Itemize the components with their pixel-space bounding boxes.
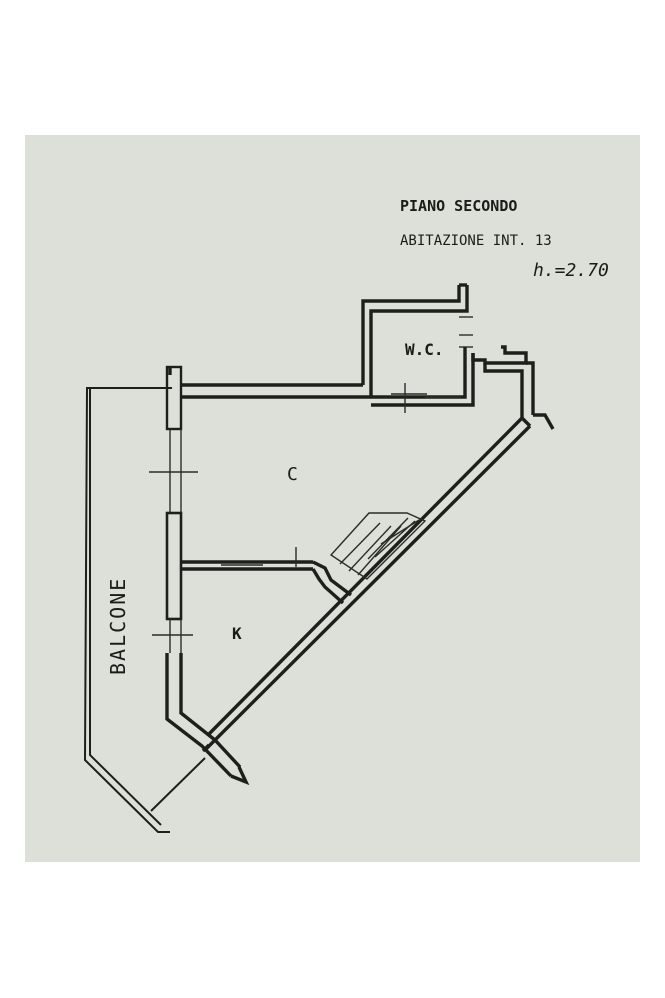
kitchen-partition [181,547,353,605]
left-wall [149,365,250,786]
floor-plan-drawing: PIANO SECONDO ABITAZIONE INT. 13 h.=2.70 [83,197,609,833]
room-label-wc: W.C. [405,340,444,359]
room-label-kitchen: K [232,624,242,643]
diagonal-wall [203,416,532,752]
floor-plan-sheet: PIANO SECONDO ABITAZIONE INT. 13 h.=2.70 [25,135,640,862]
balcony-outline [83,387,206,833]
corridor-top-wall [181,383,371,399]
floor-title: PIANO SECONDO [400,197,517,215]
staircase [329,512,427,580]
right-shaft [471,345,555,430]
room-label-corridor: C [287,464,298,485]
room-label-balcony: BALCONE [106,577,130,675]
unit-title: ABITAZIONE INT. 13 [400,233,552,249]
wc-block [361,283,475,413]
ceiling-height: h.=2.70 [533,260,609,281]
